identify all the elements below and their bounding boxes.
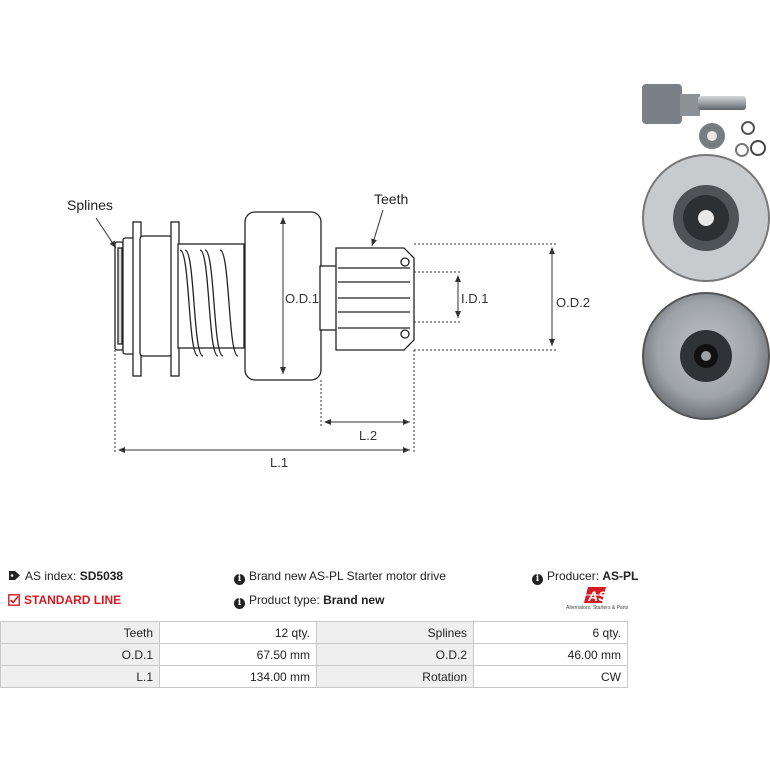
od2-label: O.D.2: [556, 295, 590, 310]
spec-label: O.D.1: [0, 643, 160, 666]
producer-line: i Producer: AS-PL: [532, 569, 638, 585]
product-type-value: Brand new: [323, 593, 385, 607]
tag-icon: [8, 570, 21, 584]
spec-label: Rotation: [316, 665, 474, 688]
spec-value: 12 qty.: [159, 621, 317, 644]
id1-label: I.D.1: [461, 291, 488, 306]
spec-value: 46.00 mm: [473, 643, 628, 666]
standard-line-text: STANDARD LINE: [24, 593, 122, 607]
od1-label: O.D.1: [285, 291, 319, 306]
description-text: Brand new AS-PL Starter motor drive: [249, 569, 446, 583]
table-row: Teeth 12 qty. Splines 6 qty.: [0, 621, 628, 644]
logo-subtitle: Alternators, Starters & Parts: [566, 605, 629, 611]
producer-value: AS-PL: [602, 569, 639, 583]
l1-label: L.1: [270, 455, 288, 470]
info-icon: i: [234, 598, 245, 609]
as-index-line: AS index: SD5038: [8, 569, 123, 584]
product-type-line: i Product type: Brand new: [234, 593, 384, 609]
spec-label: Teeth: [0, 621, 160, 644]
product-photo-back: [642, 292, 770, 420]
description-line: i Brand new AS-PL Starter motor drive: [234, 569, 446, 585]
spec-value: 6 qty.: [473, 621, 628, 644]
info-icon: i: [234, 574, 245, 585]
svg-text:AS: AS: [587, 588, 608, 604]
standard-line-badge: STANDARD LINE: [8, 593, 121, 609]
checkbox-check-icon: [8, 594, 20, 609]
producer-label: Producer:: [547, 569, 600, 583]
as-index-label: AS index:: [25, 569, 77, 583]
as-index-value: SD5038: [79, 569, 124, 583]
as-pl-logo: AS: [584, 587, 608, 604]
spec-label: O.D.2: [316, 643, 474, 666]
spec-value: 67.50 mm: [159, 643, 317, 666]
spec-value: CW: [473, 665, 628, 688]
spec-value: 134.00 mm: [159, 665, 317, 688]
technical-drawing: Splines Teeth O.D.1 I.D.1 O.D.2 L.2 L.1: [67, 84, 770, 470]
table-row: L.1 134.00 mm Rotation CW: [0, 665, 628, 688]
product-photo-front: [642, 154, 770, 282]
splines-callout: Splines: [67, 197, 113, 213]
spec-table: Teeth 12 qty. Splines 6 qty. O.D.1 67.50…: [0, 621, 628, 688]
table-row: O.D.1 67.50 mm O.D.2 46.00 mm: [0, 643, 628, 666]
info-icon: i: [532, 574, 543, 585]
spec-label: Splines: [316, 621, 474, 644]
drive-drawing: [114, 211, 415, 381]
product-photo-side: [642, 84, 766, 157]
l2-label: L.2: [359, 428, 377, 443]
spec-label: L.1: [0, 665, 160, 688]
product-type-label: Product type:: [249, 593, 320, 607]
teeth-callout: Teeth: [374, 191, 408, 207]
